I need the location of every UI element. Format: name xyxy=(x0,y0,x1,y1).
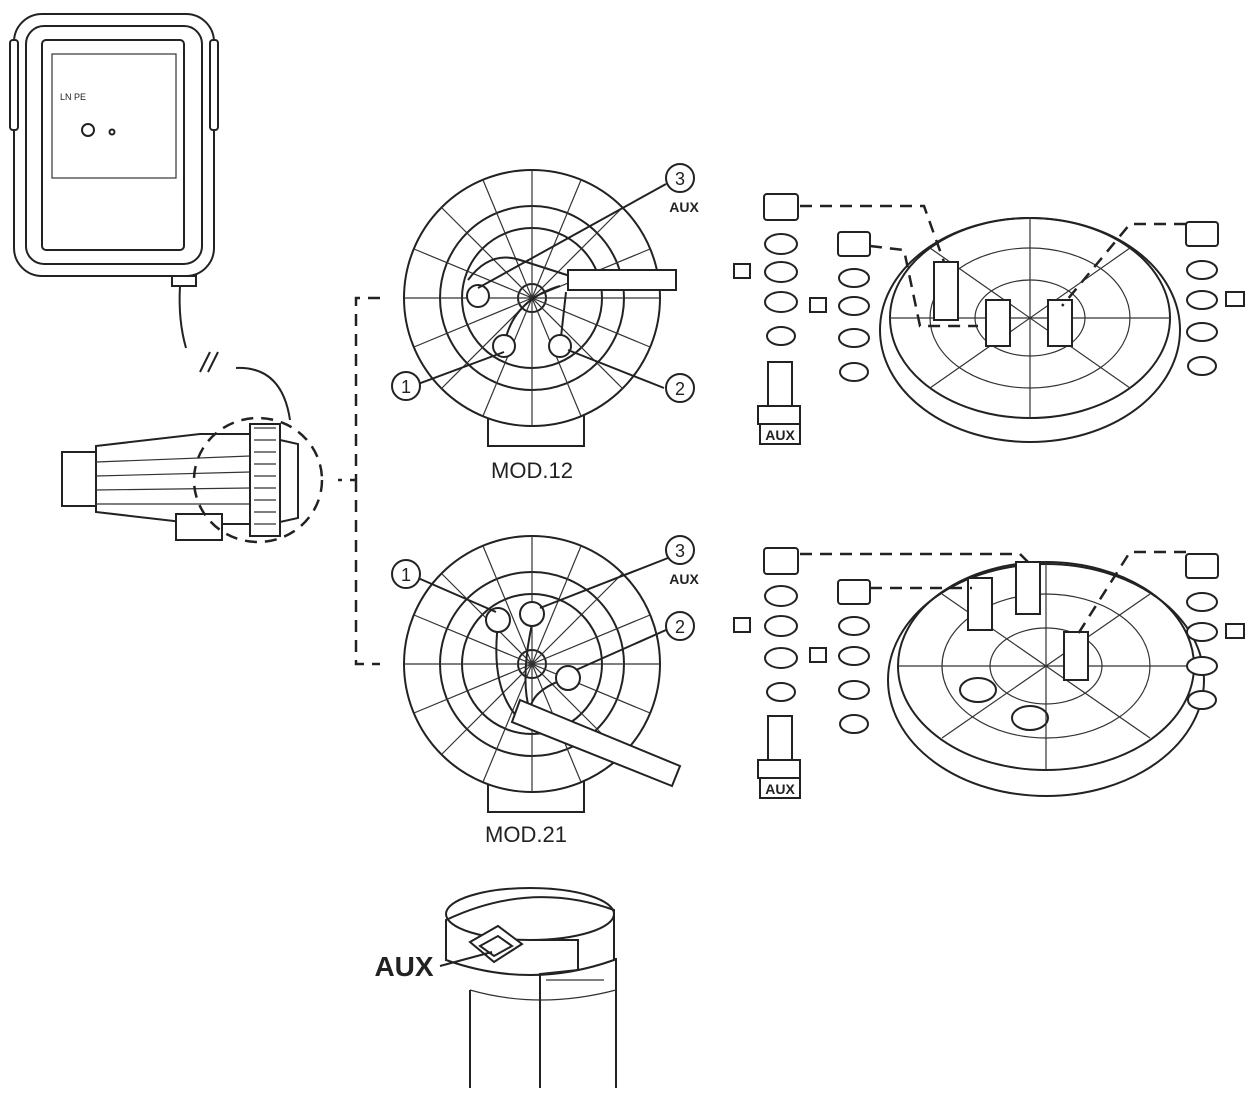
mod21-callout-1: 1 xyxy=(401,565,411,585)
mod12-callout-2: 2 xyxy=(675,379,685,399)
mod21-terminal-3 xyxy=(519,601,545,627)
mod21-callout-2: 2 xyxy=(675,617,685,637)
mod12-aux-label: AUX xyxy=(669,199,699,215)
aux-detail-label: AUX xyxy=(374,951,433,982)
mod12-exploded-plate xyxy=(800,204,1186,443)
mod21-hardware-stack-left: AUX xyxy=(733,547,801,799)
aux-terminal-detail: AUX xyxy=(374,887,617,1088)
electrolysis-cell xyxy=(61,416,324,544)
mod12-hardware-stack-middle xyxy=(809,231,871,382)
mod12-title: MOD.12 xyxy=(491,458,573,483)
mod21-terminal-2 xyxy=(555,665,581,691)
mod21-stack-aux-label: AUX xyxy=(765,781,795,797)
detail-bracket xyxy=(338,296,380,666)
mod12-stack-aux-label: AUX xyxy=(765,427,795,443)
control-box: LN PE xyxy=(9,13,291,421)
power-button-icon xyxy=(81,123,95,137)
mod21-hardware-stack-right xyxy=(1185,553,1245,710)
mod12-terminal-2 xyxy=(548,334,572,358)
mod12-terminal-3 xyxy=(466,284,490,308)
mod21-title: MOD.21 xyxy=(485,822,567,847)
mod21-callout-3: 3 xyxy=(675,541,685,561)
mod12-hardware-stack-left: AUX xyxy=(733,193,801,445)
mod12-callout-3: 3 xyxy=(675,169,685,189)
mod12-callout-1: 1 xyxy=(401,377,411,397)
mod12-hardware-stack-right xyxy=(1185,221,1245,376)
mod21-aux-label: AUX xyxy=(669,571,699,587)
status-led-icon xyxy=(108,128,116,136)
mod21-terminal-1 xyxy=(485,607,511,633)
control-box-panel-text: LN PE xyxy=(60,92,86,102)
mod12-electrode-head: 3 1 2 AUX MOD.12 xyxy=(391,163,699,483)
mod21-electrode-head: 1 3 2 AUX MOD.21 xyxy=(391,535,699,847)
mod12-terminal-1 xyxy=(492,334,516,358)
mod21-hardware-stack-middle xyxy=(809,579,871,734)
mod21-exploded-plate xyxy=(800,550,1205,797)
